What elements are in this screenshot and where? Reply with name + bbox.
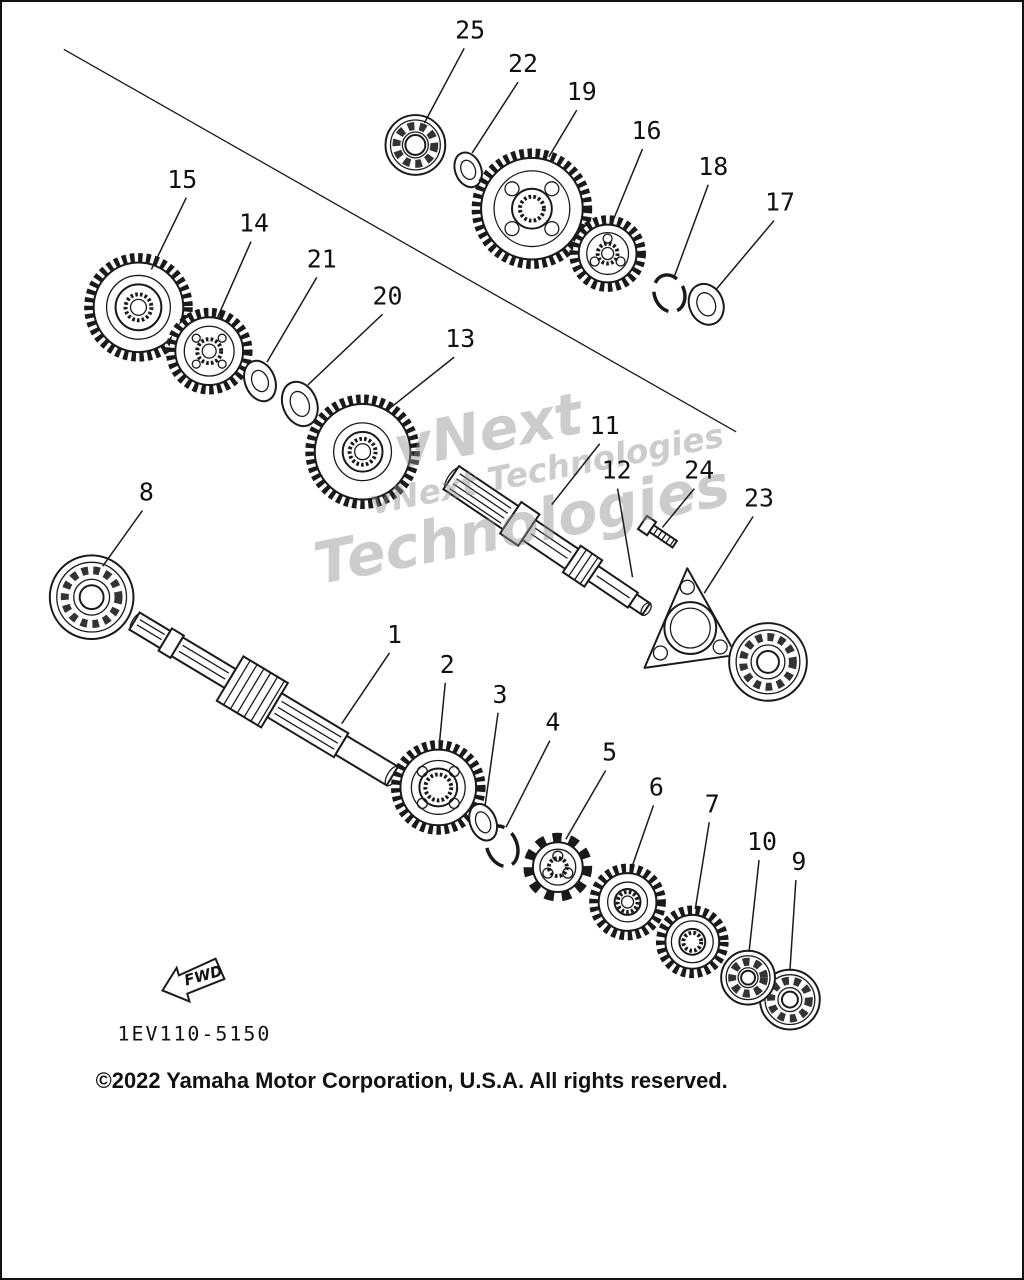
leader-line-6 <box>630 805 655 869</box>
callout-15: 15 <box>167 165 197 194</box>
callout-2: 2 <box>440 650 455 679</box>
leader-line-19 <box>548 109 578 158</box>
gear-16 <box>569 215 646 292</box>
leader-line-21 <box>266 277 318 363</box>
washer-17 <box>687 282 725 326</box>
washer-3 <box>468 803 499 842</box>
leader-line-24 <box>661 488 695 528</box>
callout-4: 4 <box>545 708 560 737</box>
gear-19 <box>471 148 593 269</box>
leader-line-14 <box>216 241 252 319</box>
bearing-8 <box>48 554 135 640</box>
callout-16: 16 <box>631 116 661 145</box>
washer-20 <box>280 380 319 428</box>
leader-line-4 <box>505 740 551 828</box>
callout-19: 19 <box>567 77 597 106</box>
fwd-arrow: FWD <box>160 957 226 1004</box>
leader-line-10 <box>748 860 760 952</box>
callout-10: 10 <box>747 827 777 856</box>
callout-24: 24 <box>684 456 714 485</box>
leader-line-7 <box>694 822 710 910</box>
leader-line-2 <box>438 682 447 745</box>
copyright-line: ©2022 Yamaha Motor Corporation, U.S.A. A… <box>96 1068 728 1093</box>
callout-21: 21 <box>307 244 337 273</box>
bearing-25 <box>384 114 447 176</box>
callout-5: 5 <box>602 738 617 767</box>
bearing-right <box>728 622 808 702</box>
leader-line-15 <box>150 197 187 270</box>
callout-25: 25 <box>455 15 485 44</box>
bearing-10 <box>720 949 776 1006</box>
leader-line-5 <box>565 770 607 840</box>
gear-13 <box>305 394 420 510</box>
leader-line-20 <box>307 313 384 386</box>
gear-14 <box>165 307 253 395</box>
gear-2 <box>390 740 486 835</box>
callout-6: 6 <box>649 772 664 801</box>
part-code: 1EV110-5150 <box>118 1022 272 1045</box>
bolt-24 <box>636 514 679 549</box>
gear-5 <box>523 832 593 902</box>
leader-line-16 <box>611 148 644 222</box>
callout-11: 11 <box>590 411 620 440</box>
leader-line-3 <box>484 712 499 806</box>
gear-15 <box>84 253 193 362</box>
gear-7 <box>655 905 729 979</box>
callout-1: 1 <box>387 620 402 649</box>
callout-12: 12 <box>602 456 632 485</box>
callout-9: 9 <box>791 847 806 876</box>
washer-22 <box>453 151 483 189</box>
retainer-plate-23 <box>643 567 738 669</box>
callout-22: 22 <box>508 49 538 78</box>
leader-line-17 <box>715 220 775 290</box>
leader-line-25 <box>423 47 465 124</box>
leader-lines <box>101 47 797 971</box>
callout-7: 7 <box>705 789 720 818</box>
leader-line-11 <box>551 443 601 505</box>
callout-8: 8 <box>139 478 154 507</box>
callout-3: 3 <box>493 680 508 709</box>
callout-17: 17 <box>765 188 795 217</box>
gear-6 <box>589 863 666 941</box>
shaft-1 <box>127 611 401 787</box>
leader-line-23 <box>703 516 754 594</box>
washer-21 <box>243 359 277 403</box>
callout-labels: 25 22 19 16 18 17 15 14 21 20 13 11 12 2… <box>139 15 806 876</box>
circlip-18 <box>652 273 687 314</box>
leader-line-9 <box>789 880 797 971</box>
callout-14: 14 <box>239 209 269 238</box>
leader-line-8 <box>101 510 144 567</box>
leader-line-12 <box>616 488 634 578</box>
leader-line-1 <box>341 652 391 725</box>
frame-lines <box>63 48 737 433</box>
callout-23: 23 <box>744 484 774 513</box>
leader-line-13 <box>386 356 455 412</box>
callout-13: 13 <box>445 324 475 353</box>
leader-line-18 <box>673 184 709 277</box>
callout-18: 18 <box>698 152 728 181</box>
leader-line-22 <box>471 81 519 154</box>
shaft-11 <box>442 464 652 617</box>
callout-20: 20 <box>372 281 402 310</box>
